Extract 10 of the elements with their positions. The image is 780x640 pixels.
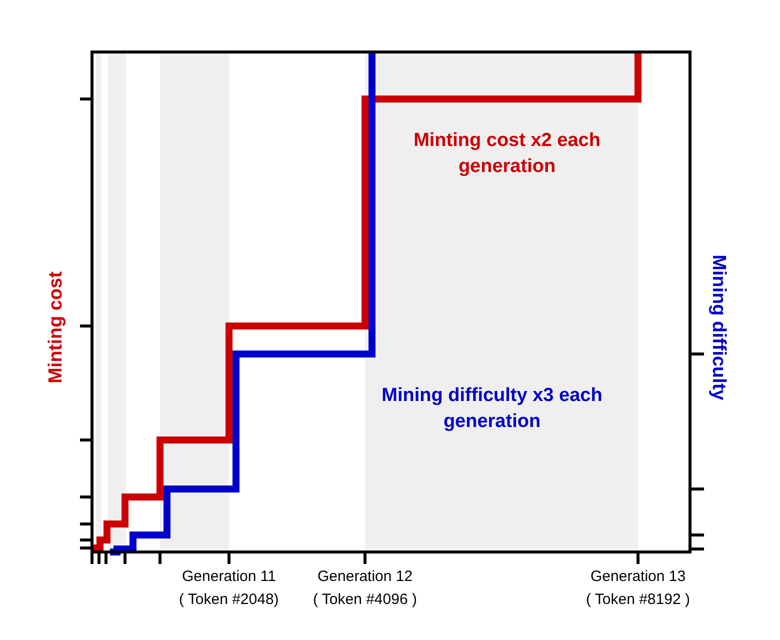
tick-label: ( Token #8192 ) <box>586 591 690 609</box>
axis-title: Mining difficulty <box>707 254 730 400</box>
axis-title: Minting cost <box>46 270 68 383</box>
tick-label: Generation 13 <box>590 568 686 586</box>
tick-label: Generation 12 <box>318 568 413 586</box>
tick-label: ( Token #2048) <box>179 591 279 609</box>
tick-label: Generation 11 <box>182 568 276 586</box>
tick-label: ( Token #4096 ) <box>313 591 417 609</box>
annotation: Mining difficulty x3 each generation <box>380 384 604 434</box>
annotation: Minting cost x2 each generation <box>412 129 602 179</box>
